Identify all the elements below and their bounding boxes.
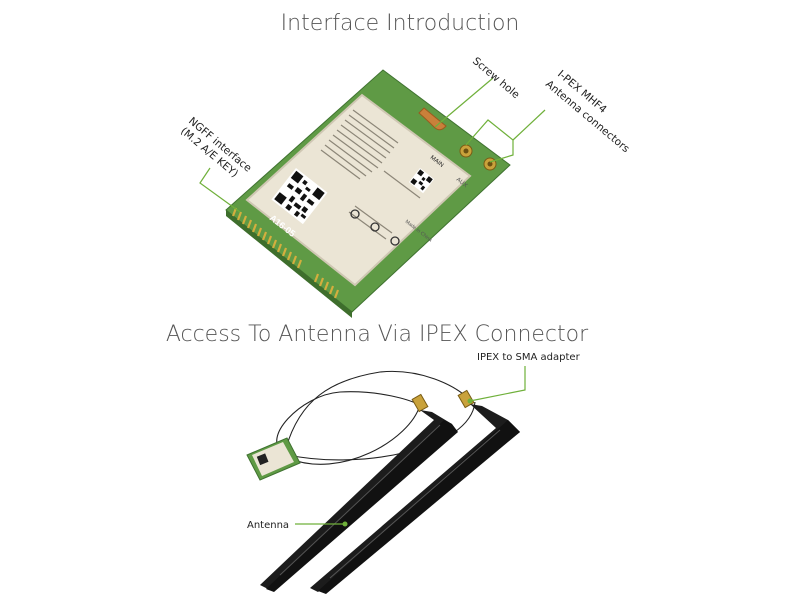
callout-lines xyxy=(199,77,546,213)
pcb-edge xyxy=(226,210,352,318)
screw-hole xyxy=(418,107,447,131)
ipex-sma-adapter-label: IPEX to SMA adapter xyxy=(477,352,581,363)
qr-code-large xyxy=(271,168,328,225)
section-title-interface: Interface Introduction xyxy=(280,11,520,36)
wifi-card-image: Made in China MAIN AUX A16-05 xyxy=(225,69,511,318)
antenna-right xyxy=(310,404,520,594)
qr-code-small xyxy=(408,168,435,194)
small-wifi-card xyxy=(246,437,301,481)
ipex-connector-main xyxy=(459,144,473,158)
antenna-setup-image xyxy=(246,370,520,594)
sma-adapter-left xyxy=(411,393,429,413)
antenna-callout-dot xyxy=(342,521,348,527)
antenna-left xyxy=(260,410,458,592)
ipex-cables xyxy=(276,370,476,465)
section-title-antenna-access: Access To Antenna Via IPEX Connector xyxy=(165,322,589,347)
shield-label-text xyxy=(320,109,421,240)
certification-marks xyxy=(350,209,400,246)
antenna-label: Antenna xyxy=(247,520,289,531)
rf-shield xyxy=(245,93,472,287)
adapter-callout-dot xyxy=(467,398,473,404)
bottom-callout-lines xyxy=(295,366,526,525)
ipex-connector-aux xyxy=(483,157,497,171)
screw-hole-label: Screw hole xyxy=(470,55,522,101)
